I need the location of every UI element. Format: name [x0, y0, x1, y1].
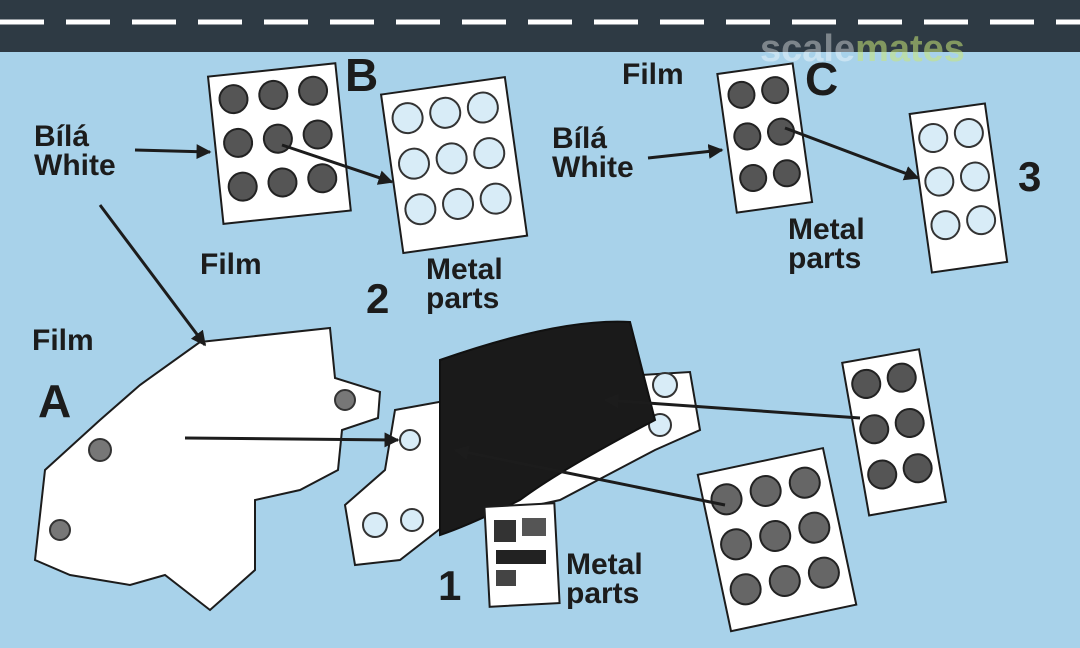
instrument-dial: [307, 163, 338, 194]
instrument-dial: [442, 187, 475, 220]
arrow-right-metal-to-panel: [453, 445, 726, 507]
instrument-dial: [798, 511, 831, 544]
instrument-dial: [759, 519, 792, 552]
film-a-hole: [88, 438, 112, 462]
arrow-white-to-film-b: [134, 144, 212, 160]
label-a: A: [38, 375, 72, 427]
top-bar: [0, 0, 1080, 52]
label-metal-parts-2: Metal parts: [426, 253, 503, 316]
arrow-white-to-film-a: [98, 204, 207, 347]
label-parts-1: parts: [566, 577, 640, 611]
film-a-hole: [49, 519, 71, 541]
instrument-dial: [473, 137, 506, 170]
label-film-c: Film: [622, 58, 684, 91]
label-b: B: [345, 49, 379, 101]
instrument-dial: [953, 117, 984, 148]
label-metal-2: Metal: [426, 253, 503, 286]
instrument-dial: [302, 119, 333, 150]
label-white-c: White: [552, 151, 634, 185]
instrument-dial: [733, 122, 762, 151]
label-bila-b: Bílá: [34, 120, 90, 153]
instrument-dial: [404, 193, 437, 226]
metal-plate-dial: [400, 508, 424, 532]
instrument-dial: [720, 528, 753, 561]
arrow-film-b-to-metal-2: [281, 143, 394, 185]
metal-part-1-gauge: [496, 550, 546, 564]
metal-part-1-gauge: [496, 570, 516, 586]
arrow-white-to-film-c: [647, 143, 724, 160]
label-metal-parts-3: Metal parts: [788, 213, 865, 276]
film-a-shape: [33, 326, 382, 612]
arrow-film-a-to-panel: [184, 432, 400, 448]
dark-instrument-panel: [439, 320, 657, 537]
instrument-dial: [851, 368, 882, 399]
instrument-dial: [749, 474, 782, 507]
film-a-hole: [334, 389, 356, 411]
instrument-dial: [761, 76, 790, 105]
label-c: C: [805, 53, 839, 105]
instrument-dial: [902, 453, 933, 484]
instrument-dial: [918, 122, 949, 153]
instrument-dial: [966, 205, 997, 236]
instrument-dial: [788, 466, 821, 499]
instrument-dial: [258, 79, 289, 110]
instrument-dial: [729, 573, 762, 606]
watermark: scalemates: [760, 28, 965, 71]
instrument-dial: [397, 147, 430, 180]
label-metal-parts-1: Metal parts: [566, 548, 643, 611]
metal-part-1-gauge: [522, 518, 546, 536]
instrument-dial: [867, 459, 898, 490]
label-bila-white-c: Bílá White: [552, 122, 634, 185]
instrument-dial: [267, 167, 298, 198]
instrument-dial: [772, 159, 801, 188]
label-parts-3: parts: [788, 242, 862, 276]
instrument-dial: [859, 414, 890, 445]
instrument-dial: [930, 210, 961, 241]
label-number-1: 1: [438, 562, 462, 609]
instrument-dial: [479, 182, 512, 215]
label-parts-2: parts: [426, 282, 500, 316]
label-film-b: Film: [200, 248, 262, 281]
instrument-dial: [924, 166, 955, 197]
instrument-dial: [466, 91, 499, 124]
instrument-dial: [218, 84, 249, 115]
instrument-dial: [429, 96, 462, 129]
instrument-dial: [298, 75, 329, 106]
instrument-dial: [739, 164, 768, 193]
arrow-film-c-to-metal-3: [784, 126, 920, 181]
instrument-dial: [391, 102, 424, 135]
label-metal-3: Metal: [788, 213, 865, 246]
instrument-dial: [959, 161, 990, 192]
label-white-b: White: [34, 149, 116, 183]
instrument-dial: [727, 80, 756, 109]
label-bila-white-b: Bílá White: [34, 120, 116, 183]
instrument-dial: [807, 556, 840, 589]
label-film-a: Film: [32, 324, 94, 357]
label-number-3: 3: [1018, 153, 1042, 200]
instrument-dial: [223, 127, 254, 158]
arrow-right-film-to-panel: [603, 393, 861, 420]
instrument-dial: [435, 142, 468, 175]
instrument-dial: [227, 171, 258, 202]
label-bila-c: Bílá: [552, 122, 608, 155]
label-metal-1: Metal: [566, 548, 643, 581]
metal-plate-dial: [652, 372, 678, 398]
watermark-part2: mates: [855, 28, 965, 70]
watermark-part1: scale: [760, 28, 856, 70]
instrument-dial: [894, 407, 925, 438]
instrument-dial: [768, 564, 801, 597]
label-number-2: 2: [366, 275, 390, 322]
metal-plate-dial: [362, 512, 388, 538]
instrument-dial: [886, 362, 917, 393]
metal-plate-dial: [399, 429, 421, 451]
metal-part-1-gauge: [494, 520, 516, 542]
